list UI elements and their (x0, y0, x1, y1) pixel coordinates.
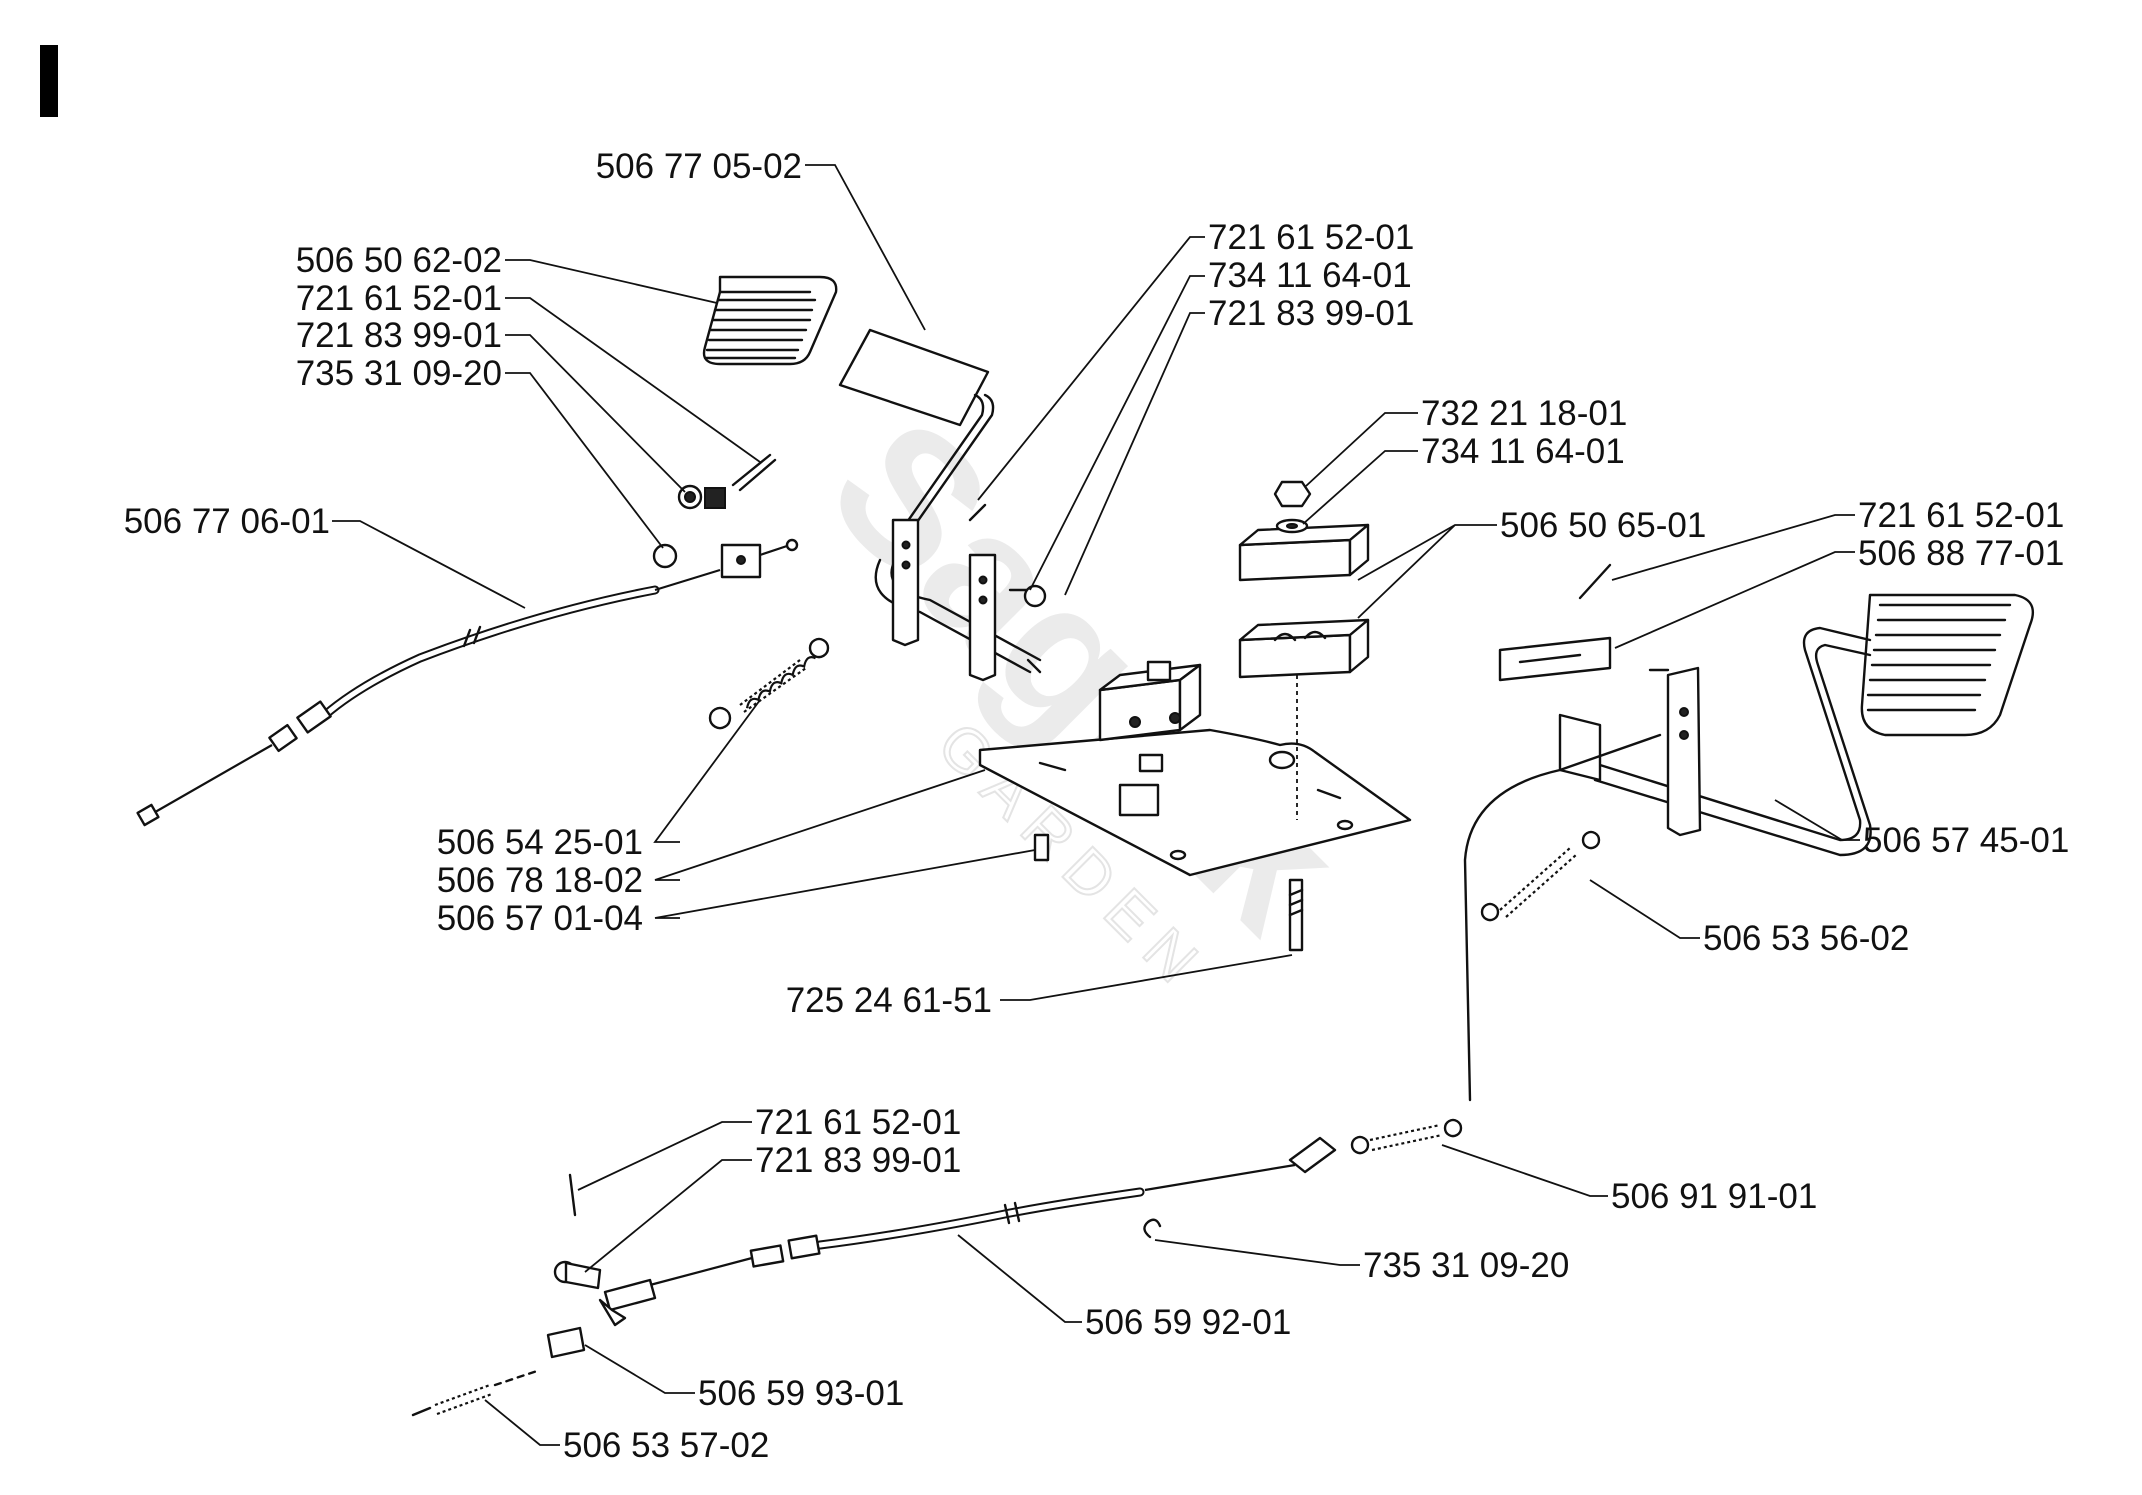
left-cable (136, 568, 721, 827)
left-spring (708, 637, 830, 730)
right-pedal-arm (1558, 626, 1872, 857)
part-label: 734 11 64-01 (1421, 432, 1625, 471)
part-label: 735 31 09-20 (296, 354, 502, 393)
part-label: 735 31 09-20 (1363, 1246, 1569, 1285)
part-label: 506 91 91-01 (1611, 1177, 1817, 1216)
leader-lines (332, 164, 1860, 1446)
mounting-plate (978, 728, 1412, 877)
right-pedal-pad (1860, 593, 2035, 737)
part-label: 506 53 56-02 (1703, 919, 1909, 958)
part-label: 506 77 06-01 (124, 502, 330, 541)
left-cotter-pins (731, 453, 987, 522)
part-label: 725 24 61-51 (786, 981, 992, 1020)
part-label: 506 53 57-02 (563, 1426, 769, 1465)
part-label: 506 59 93-01 (698, 1374, 904, 1413)
part-label: 506 50 62-02 (296, 241, 502, 280)
lower-clevis-pin (546, 1173, 1162, 1359)
part-label: 506 77 05-02 (596, 147, 802, 186)
part-label: 506 54 25-01 (437, 823, 643, 862)
section-marker-bar (40, 45, 58, 117)
watermark: Sagtek GARDEN (791, 379, 1382, 1007)
part-label: 721 61 52-01 (296, 279, 502, 318)
part-label: 506 57 01-04 (437, 899, 643, 938)
part-label: 506 88 77-01 (1858, 534, 2064, 573)
right-long-rod (1463, 733, 1662, 1102)
part-label: 506 59 92-01 (1085, 1303, 1291, 1342)
part-label: 721 83 99-01 (755, 1141, 961, 1180)
nut-and-washer (1273, 480, 1312, 534)
cable-clamp-block (1098, 660, 1202, 742)
part-label: 721 61 52-01 (755, 1103, 961, 1142)
part-label: 734 11 64-01 (1208, 256, 1412, 295)
part-label: 506 78 18-02 (437, 861, 643, 900)
part-label: 506 57 45-01 (1863, 821, 2069, 860)
lower-end-spring (411, 1368, 542, 1417)
left-cable-clevis (720, 538, 799, 579)
lower-cable (598, 1136, 1337, 1327)
left-washers (652, 484, 1047, 608)
part-label: 506 50 65-01 (1500, 506, 1706, 545)
right-pedal-bracket (1498, 563, 1702, 837)
part-number-labels: 506 77 05-02 506 50 62-02 721 61 52-01 7… (124, 147, 2070, 1465)
left-pedal-pad (702, 275, 838, 366)
lower-spring (1350, 1118, 1463, 1155)
part-label: 721 83 99-01 (1208, 294, 1414, 333)
cable-guide-blocks (1238, 523, 1370, 679)
mounting-bolts (1033, 635, 1304, 952)
part-label: 721 61 52-01 (1858, 496, 2064, 535)
part-label: 732 21 18-01 (1421, 394, 1627, 433)
right-spring (1480, 830, 1601, 922)
part-label: 721 61 52-01 (1208, 218, 1414, 257)
left-pedal-brackets (891, 518, 997, 682)
part-label: 721 83 99-01 (296, 316, 502, 355)
